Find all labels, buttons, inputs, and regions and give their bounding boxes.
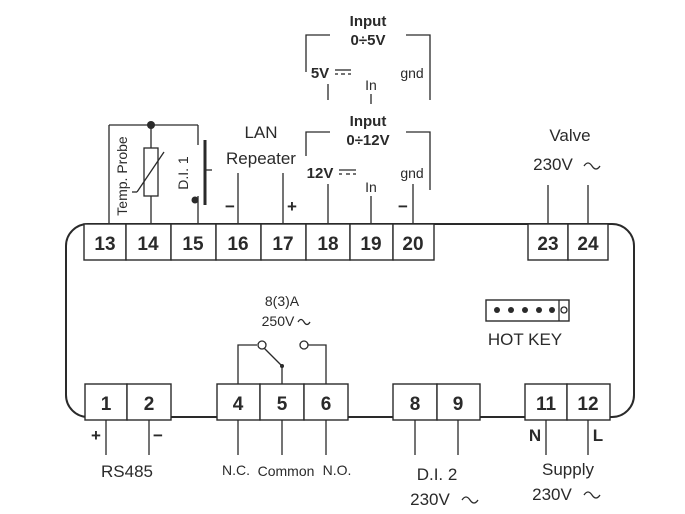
terminal-12: 12 (577, 394, 598, 415)
supply-terminal-block: 11 12 (524, 383, 611, 421)
terminal-1: 1 (101, 394, 112, 415)
common-label: Common (258, 463, 315, 479)
input12-range: 0÷12V (346, 132, 389, 149)
input5-title: Input (350, 13, 387, 30)
valve-terminal-block: 23 24 (527, 223, 609, 261)
di2-wiring: D.I. 2 230V (410, 420, 479, 509)
ac-symbol (583, 491, 601, 499)
hot-key-connector: HOT KEY (485, 299, 570, 349)
di1-wiring: D.I. 1 (175, 125, 212, 224)
temp-probe-label: Temp. Probe (114, 136, 130, 216)
temp-probe-wiring: Temp. Probe (108, 121, 198, 224)
rs485-terminal-block: 1 2 (84, 383, 172, 421)
input12-gnd: gnd (400, 165, 423, 181)
hot-key-label: HOT KEY (488, 330, 562, 349)
supply-l: L (593, 426, 603, 445)
supply-label: Supply (542, 460, 594, 479)
relay-terminal-block: 4 5 6 (216, 383, 349, 421)
terminal-4: 4 (233, 394, 244, 415)
terminal-16: 16 (227, 234, 248, 255)
terminal-14: 14 (137, 234, 159, 255)
valve-wiring: Valve 230V (533, 126, 601, 224)
terminal-19: 19 (360, 234, 381, 255)
terminal-11: 11 (536, 394, 557, 415)
input5-5v: 5V (311, 65, 329, 82)
supply-voltage: 230V (532, 485, 572, 504)
supply-wiring: N L Supply 230V (529, 420, 603, 504)
terminal-8: 8 (410, 394, 421, 415)
ac-symbol (297, 318, 311, 326)
lan-plus: + (287, 197, 297, 216)
valve-label: Valve (549, 126, 590, 145)
input5-range: 0÷5V (351, 32, 386, 49)
relay-rating-v: 250V (262, 313, 295, 329)
top-terminal-block: 13 14 15 16 17 18 19 20 (83, 223, 435, 261)
rs485-wiring: + − RS485 (91, 420, 163, 481)
relay-leads: N.C. Common N.O. (222, 420, 351, 479)
rs485-plus: + (91, 426, 101, 445)
terminal-23: 23 (537, 234, 558, 255)
relay-contact: 8(3)A 250V (237, 293, 327, 384)
rs485-minus: − (153, 426, 163, 445)
nc-label: N.C. (222, 462, 250, 478)
ac-symbol (461, 496, 479, 504)
lan-label: LAN (244, 123, 277, 142)
di2-label: D.I. 2 (417, 465, 458, 484)
dc-symbol (339, 169, 356, 175)
input12-minus: − (398, 197, 408, 216)
input5-in: In (365, 77, 377, 93)
terminal-6: 6 (321, 394, 332, 415)
input-0-12v: Input 0÷12V 12V In gnd − (305, 113, 431, 224)
terminal-5: 5 (277, 394, 288, 415)
input-0-5v: Input 0÷5V 5V In gnd (305, 13, 431, 104)
input12-title: Input (350, 113, 387, 130)
ac-symbol (583, 162, 601, 170)
terminal-24: 24 (577, 234, 599, 255)
repeater-label: Repeater (226, 149, 296, 168)
terminal-2: 2 (144, 394, 155, 415)
terminal-13: 13 (94, 234, 115, 255)
valve-voltage: 230V (533, 155, 573, 174)
relay-rating-a: 8(3)A (265, 293, 300, 309)
terminal-9: 9 (453, 394, 464, 415)
di2-voltage: 230V (410, 490, 450, 509)
input5-gnd: gnd (400, 65, 423, 81)
input12-12v: 12V (307, 165, 334, 182)
di1-label: D.I. 1 (175, 156, 191, 190)
terminal-20: 20 (402, 234, 423, 255)
lan-minus: − (225, 197, 235, 216)
no-label: N.O. (323, 462, 352, 478)
di2-terminal-block: 8 9 (392, 383, 481, 421)
di1-contact-dot (191, 196, 199, 204)
rs485-label: RS485 (101, 462, 153, 481)
terminal-18: 18 (317, 234, 338, 255)
dc-symbol (335, 69, 351, 75)
terminal-17: 17 (272, 234, 293, 255)
lan-wiring: LAN Repeater − + (225, 123, 297, 224)
terminal-15: 15 (182, 234, 204, 255)
input12-in: In (365, 179, 377, 195)
supply-n: N (529, 426, 541, 445)
